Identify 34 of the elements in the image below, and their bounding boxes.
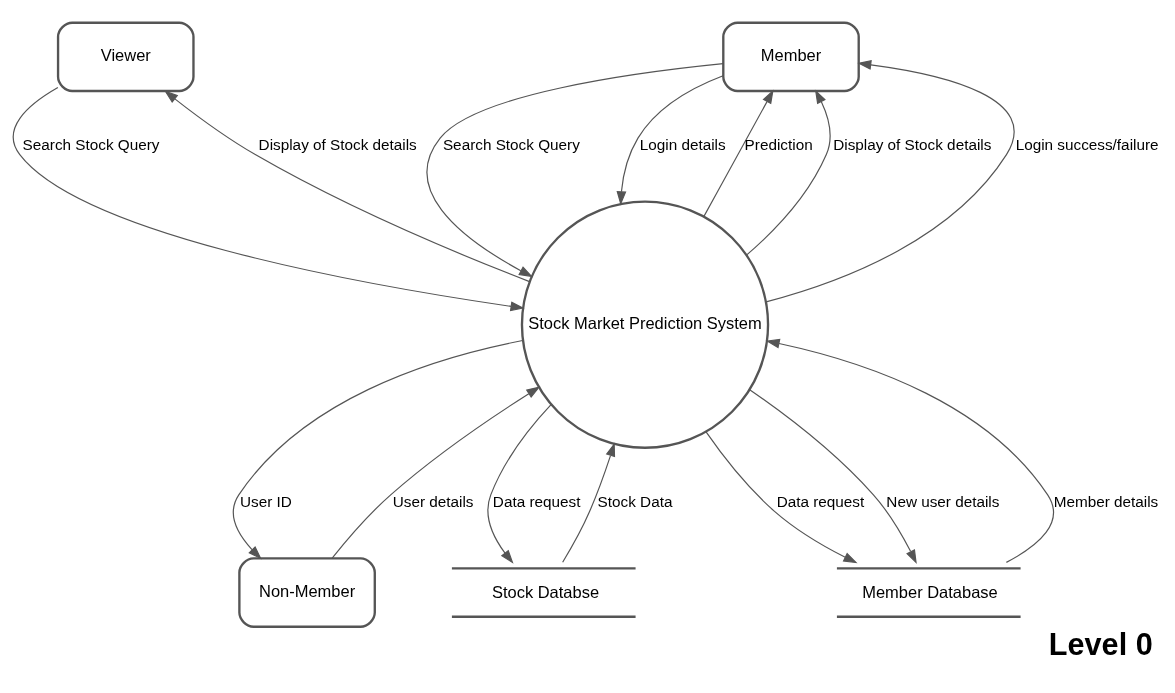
edge-label: New user details (886, 493, 1000, 511)
arrow (562, 442, 616, 563)
arrow (705, 431, 858, 564)
arrow (331, 386, 541, 559)
edge-label: Prediction (744, 136, 813, 154)
edge-label: Search Stock Query (442, 136, 580, 154)
edge-label: Data request (492, 493, 581, 511)
node-box: Member (722, 21, 860, 93)
edge-label: Login success/failure (1015, 136, 1159, 154)
diagram-title: Level 0 (1048, 626, 1153, 661)
edge-label: Stock Data (597, 493, 673, 511)
arrow (765, 338, 1055, 563)
arrow (765, 59, 1015, 303)
edge-label: Display of Stock details (258, 136, 417, 154)
arrow (703, 89, 774, 217)
arrow (164, 90, 531, 283)
node-box: Non-Member (238, 557, 376, 628)
arrow (232, 339, 524, 560)
edge-label: Data request (776, 493, 865, 511)
node-box: Viewer (56, 21, 195, 93)
edge-label: User ID (239, 493, 292, 511)
arrow (746, 89, 831, 256)
arrow (616, 75, 724, 206)
arrow (426, 63, 724, 278)
edge-label: Login details (639, 136, 726, 154)
arrow (12, 86, 525, 312)
node-text: Stock Databse (491, 582, 600, 601)
node-text: Member Database (862, 582, 998, 601)
edge-label: Member details (1053, 493, 1159, 511)
edge-label: Search Stock Query (22, 136, 160, 154)
edge-label: User details (392, 493, 474, 511)
edge-label: Display of Stock details (833, 136, 992, 154)
arrow (749, 389, 917, 564)
arrow (487, 403, 552, 564)
